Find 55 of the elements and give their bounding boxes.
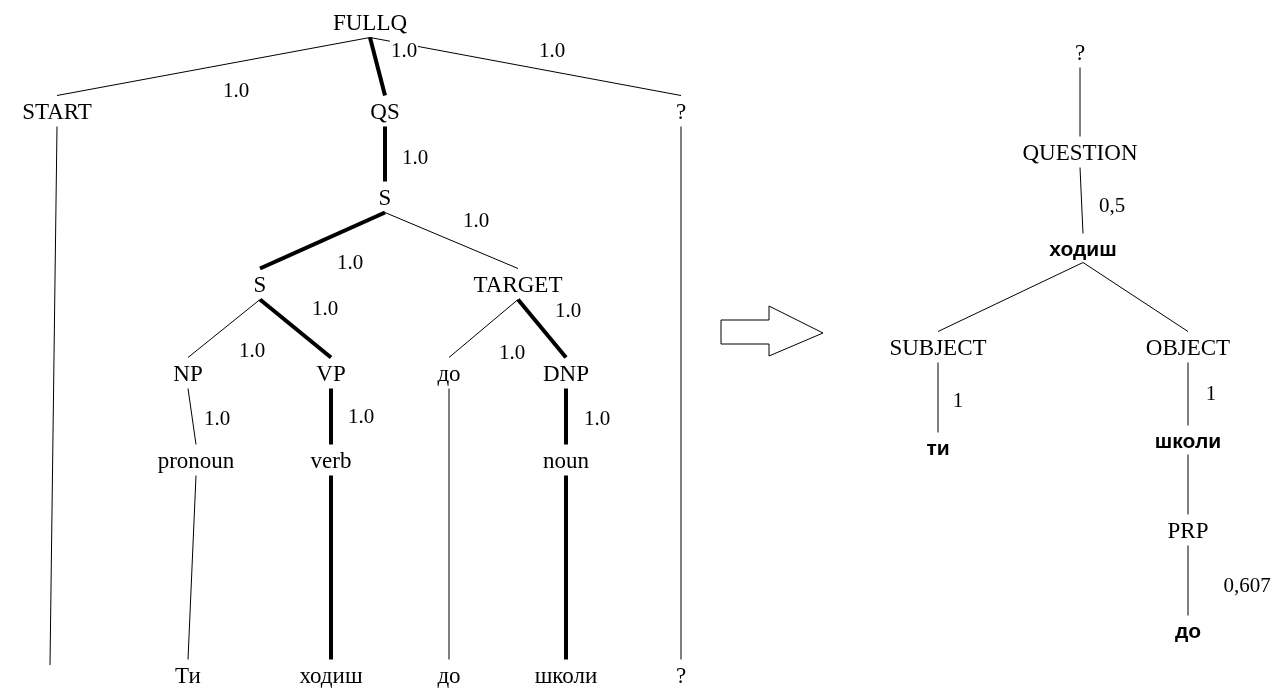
- tree-branch: [680, 126, 682, 660]
- tree-node-label: QS: [370, 98, 400, 124]
- tree-branch: [329, 388, 333, 445]
- tree-branch: [937, 262, 1084, 332]
- tree-node-label: START: [22, 98, 92, 124]
- tree-node-label: до: [437, 662, 461, 688]
- tree-node-label: Ти: [175, 662, 201, 688]
- tree-branch: [383, 126, 387, 182]
- tree-node-label: школи: [1154, 428, 1222, 452]
- tree-branch: [56, 37, 371, 96]
- tree-branch: [1082, 262, 1189, 332]
- tree-branch: [187, 475, 197, 660]
- tree-node-label: ?: [675, 98, 687, 124]
- tree-node-label: PRP: [1167, 517, 1209, 543]
- tree-branch: [564, 388, 568, 445]
- tree-branch: [1079, 67, 1081, 137]
- tree-branch: [49, 126, 58, 666]
- tree-branch: [516, 298, 568, 359]
- tree-node-label: до: [1174, 618, 1202, 642]
- tree-branch: [1187, 454, 1189, 515]
- tree-node-label: школи: [534, 662, 598, 688]
- tree-branch: [368, 37, 387, 96]
- tree-node-label: ?: [1074, 39, 1086, 65]
- tree-node-label: SUBJECT: [889, 334, 987, 360]
- tree-node-label: ходиш: [299, 662, 363, 688]
- tree-node-label: noun: [543, 447, 589, 473]
- tree-branch: [258, 297, 333, 360]
- tree-branch: [187, 388, 197, 445]
- tree-node-label: ?: [675, 662, 687, 688]
- tree-branch: [1187, 545, 1189, 616]
- tree-branch: [564, 475, 568, 660]
- tree-node-label: NP: [173, 360, 203, 386]
- tree-branch: [1079, 167, 1084, 234]
- tree-branch: [187, 299, 261, 358]
- tree-node-label: pronoun: [157, 447, 235, 473]
- tree-node-label: до: [437, 360, 461, 386]
- tree-node-label: QUESTION: [1022, 139, 1138, 165]
- tree-branch: [448, 388, 450, 660]
- tree-branch: [369, 37, 682, 96]
- tree-node-label: OBJECT: [1145, 334, 1231, 360]
- tree-node-label: verb: [310, 447, 352, 473]
- tree-node-label: S: [253, 271, 267, 297]
- tree-node-label: TARGET: [473, 271, 563, 297]
- tree-branch: [937, 362, 939, 433]
- tree-node-label: FULLQ: [332, 9, 408, 35]
- tree-branch: [384, 212, 519, 269]
- tree-branch: [1187, 362, 1189, 426]
- tree-node-label: VP: [316, 360, 346, 386]
- tree-node-label: ти: [926, 435, 950, 459]
- tree-branch: [329, 475, 333, 660]
- tree-node-label: S: [378, 184, 392, 210]
- tree-branch: [259, 210, 386, 271]
- tree-node-label: DNP: [543, 360, 589, 386]
- tree-branch: [448, 299, 519, 358]
- tree-node-label: ходиш: [1049, 236, 1117, 260]
